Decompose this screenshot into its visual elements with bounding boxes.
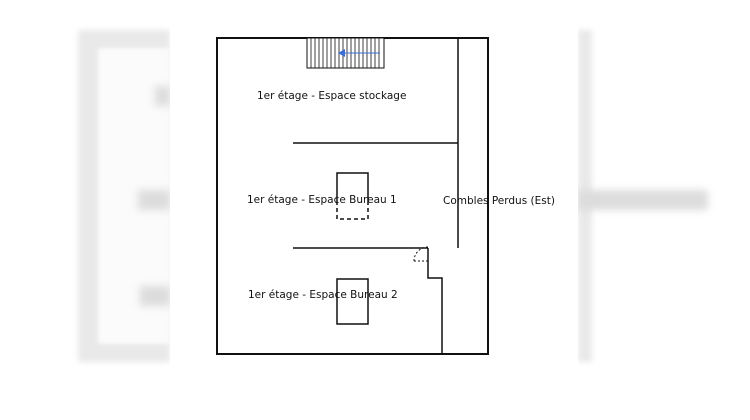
floor-plan: 1er étage - Espace stockage 1er étage - … — [170, 25, 578, 368]
floor-plan-drawing — [216, 37, 489, 355]
corridor-wall — [427, 261, 443, 354]
room-label-stockage: 1er étage - Espace stockage — [257, 90, 407, 102]
room-label-combles: Combles Perdus (Est) — [443, 195, 555, 207]
room-label-bureau-1: 1er étage - Espace Bureau 1 — [247, 194, 397, 206]
blurred-background-block — [140, 286, 170, 306]
stair-direction-arrow-icon — [338, 49, 345, 57]
pillar-bureau-1 — [336, 172, 369, 220]
staircase — [306, 37, 385, 69]
room-label-bureau-2: 1er étage - Espace Bureau 2 — [248, 289, 398, 301]
blurred-background-block — [155, 86, 170, 106]
door — [413, 246, 429, 262]
blurred-background-block — [138, 190, 170, 210]
blurred-background-block — [578, 190, 708, 210]
pillar-bureau-2 — [336, 278, 369, 325]
